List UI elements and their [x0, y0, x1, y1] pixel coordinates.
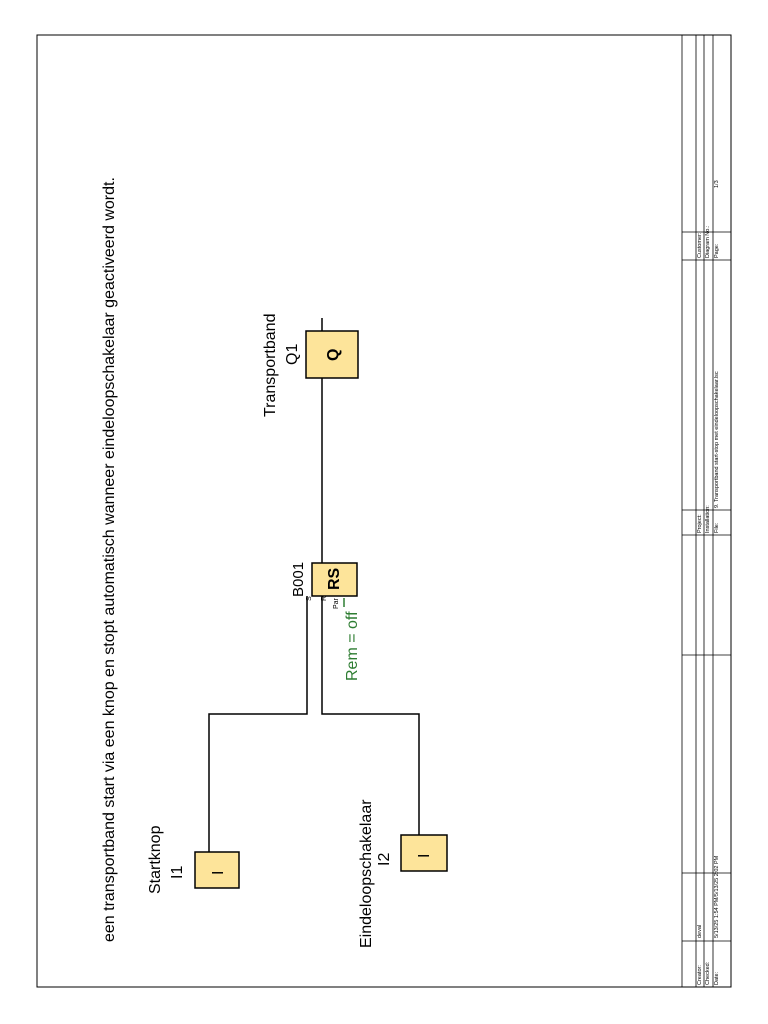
customer-label: Customer:	[697, 232, 703, 258]
output-q1-address: Q1	[284, 344, 301, 365]
diagram-no-label: Diagram No.:	[705, 225, 711, 258]
input-i1-name: Startknop	[147, 825, 164, 894]
input-i2-symbol: I	[416, 854, 433, 858]
rs-block-type: RS	[326, 567, 343, 590]
output-q1-name: Transportband	[262, 314, 279, 417]
input-i2-address: I2	[376, 853, 393, 866]
file-value: 9. Transportband start-stop met eindeloo…	[714, 371, 720, 508]
title-block: Creator: Checked: Date: deval 5/13/25 1:…	[681, 35, 731, 987]
wires	[208, 318, 420, 854]
project-label: Project:	[697, 514, 703, 533]
page-label: Page:	[714, 243, 720, 258]
file-label: File:	[714, 522, 720, 533]
creator-value: deval	[697, 925, 703, 938]
wire-eindeloop-to-r	[321, 596, 420, 837]
output-block-q1[interactable]: Q	[305, 330, 359, 379]
rs-pin-s: S	[306, 596, 313, 601]
rs-block-id: B001	[290, 562, 307, 597]
input-i1-symbol: I	[210, 871, 227, 875]
output-q1-symbol: Q	[325, 349, 342, 361]
sheet-border	[36, 34, 732, 988]
input-block-i1[interactable]: I	[194, 851, 240, 889]
page-value: 1/3	[714, 180, 720, 188]
input-i2-name: Eindeloopschakelaar	[358, 799, 375, 948]
rs-pin-par: Par	[333, 597, 340, 609]
date-label: Date:	[714, 971, 720, 985]
rs-param: Rem = off	[344, 611, 361, 681]
wire-startknop-to-s	[208, 596, 308, 854]
input-block-i2[interactable]: I	[400, 834, 448, 872]
rs-block-b001[interactable]: RS	[311, 562, 358, 597]
input-i1-address: I1	[169, 866, 186, 879]
checked-label: Checked:	[705, 961, 711, 985]
diagram-description: een transportband start via een knop en …	[101, 177, 118, 942]
rs-pin-r: R	[321, 596, 328, 601]
creator-label: Creator:	[697, 965, 703, 985]
installation-label: Installation:	[705, 505, 711, 533]
date-value: 5/13/25 1:54 PM/5/13/25 2:02 PM	[714, 855, 720, 938]
